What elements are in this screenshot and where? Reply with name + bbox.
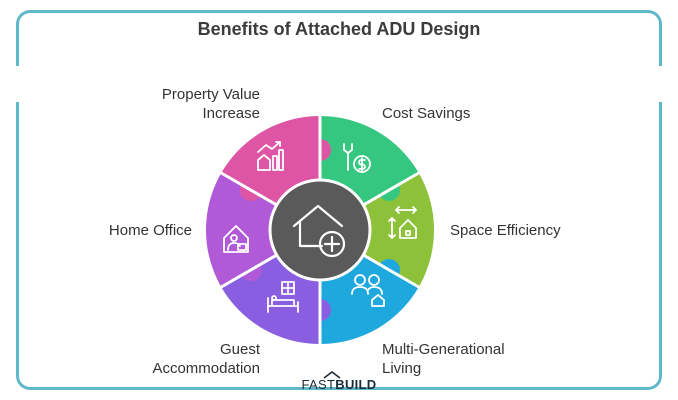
frame-top xyxy=(16,10,662,66)
diagram-title: Benefits of Attached ADU Design xyxy=(197,19,481,39)
puzzle-diagram xyxy=(204,114,436,346)
label-property-value: Property Value Increase xyxy=(161,86,260,122)
segment-space-efficiency xyxy=(320,172,435,288)
label-multi-generational: Multi-Generational Living xyxy=(382,341,505,377)
label-home-office: Home Office xyxy=(108,222,192,239)
label-cost-savings: Cost Savings xyxy=(382,105,471,122)
house-plus-icon xyxy=(292,204,346,258)
frame-bottom xyxy=(16,102,662,390)
house-arrows-icon xyxy=(388,206,417,239)
fastbuild-logo: FASTBUILD xyxy=(300,371,378,397)
wrench-dollar-icon xyxy=(343,143,371,173)
bed-building-icon xyxy=(267,281,299,313)
segment-home-office xyxy=(205,172,320,288)
chart-house-icon xyxy=(257,141,284,171)
label-guest-accommodation: Guest Accommodation xyxy=(152,341,260,377)
home-laptop-icon xyxy=(223,225,249,253)
family-house-icon xyxy=(351,274,385,307)
center-hub xyxy=(268,178,372,282)
label-space-efficiency: Space Efficiency xyxy=(450,222,561,239)
